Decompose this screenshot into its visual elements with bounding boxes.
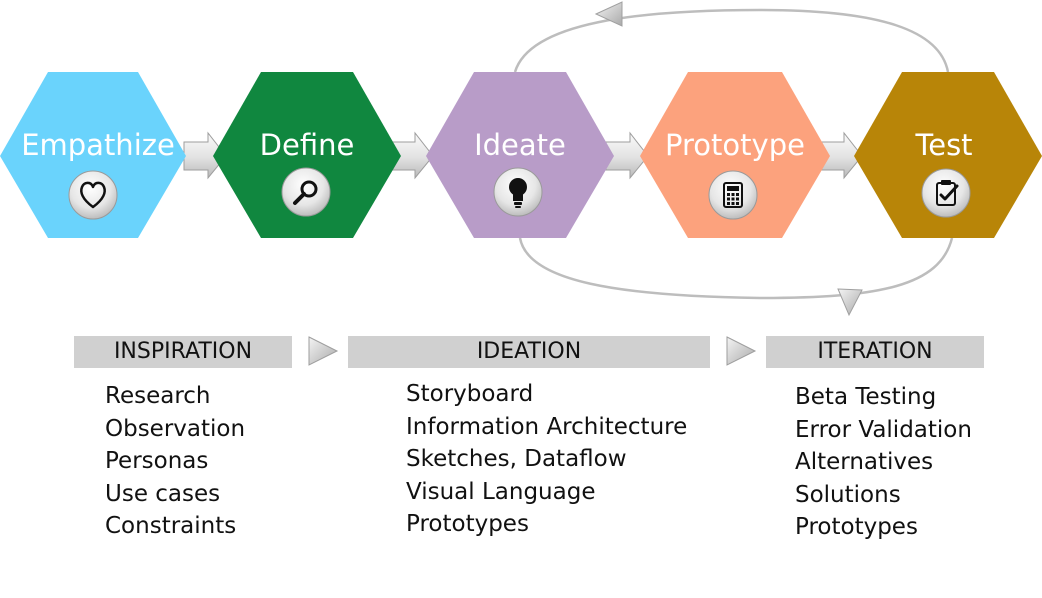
list-item: Solutions: [795, 481, 901, 508]
iteration-list: Beta Testing Error Validation Alternativ…: [795, 381, 972, 544]
stage-label: Define: [260, 128, 355, 162]
phase-arrow-2: [726, 336, 757, 366]
list-item: Sketches, Dataflow: [406, 446, 627, 472]
inspiration-list: Research Observation Personas Use cases …: [105, 380, 245, 543]
stage-hexagon: [426, 72, 614, 238]
list-item: Use cases: [105, 480, 221, 507]
lightbulb-icon: [509, 178, 527, 208]
stage-hexagon: [640, 72, 830, 238]
list-item: Constraints: [105, 513, 237, 539]
stage-label: Empathize: [21, 128, 175, 162]
magnifier-icon: [293, 180, 318, 205]
list-item: Error Validation: [795, 416, 972, 443]
list-item: Visual Language: [406, 478, 596, 505]
list-item: Personas: [105, 448, 209, 474]
calculator-icon: [723, 182, 743, 208]
list-item: Storyboard: [406, 381, 534, 407]
stage-label: Prototype: [665, 128, 805, 162]
stage-arrow-1: [183, 131, 227, 180]
stage-badge: [68, 170, 118, 220]
heart-icon: [80, 181, 106, 209]
iteration-loop-bottom-curve: [518, 237, 954, 300]
loop-arrowhead-bottom: [837, 288, 863, 317]
phase-bar-inspiration: INSPIRATION: [74, 336, 292, 368]
stage-prototype: Prototype: [640, 72, 830, 238]
stage-hexagon: [213, 72, 401, 238]
stage-arrow-2: [390, 131, 434, 180]
list-item: Prototypes: [406, 511, 529, 537]
stage-badge: [281, 167, 331, 217]
stage-ideate: Ideate: [426, 72, 614, 238]
stage-label: Test: [914, 128, 972, 162]
iteration-loop-top-curve: [513, 8, 950, 73]
phase-arrow-1: [308, 336, 339, 366]
stage-badge: [921, 168, 971, 218]
list-item: Alternatives: [795, 449, 934, 475]
list-item: Prototypes: [795, 514, 918, 540]
stage-empathize: Empathize: [0, 72, 186, 238]
phase-bar-iteration: ITERATION: [766, 336, 984, 368]
phase-label: IDEATION: [476, 339, 582, 364]
phase-label: INSPIRATION: [113, 339, 253, 364]
list-item: Observation: [105, 415, 246, 442]
stage-test: Test: [854, 72, 1042, 238]
stage-label: Ideate: [474, 128, 566, 162]
list-item: Research: [105, 383, 211, 409]
list-item: Information Architecture: [406, 413, 688, 440]
stage-arrow-4: [819, 131, 863, 180]
list-item: Beta Testing: [795, 384, 937, 410]
ideation-list: Storyboard Information Architecture Sket…: [406, 378, 687, 541]
stage-arrow-3: [605, 131, 649, 180]
stage-hexagon: [854, 72, 1042, 238]
phase-label: ITERATION: [817, 339, 933, 364]
stage-define: Define: [213, 72, 401, 238]
phase-bar-ideation: IDEATION: [348, 336, 710, 368]
loop-arrowhead-top: [594, 1, 623, 27]
stage-hexagon: [0, 72, 186, 238]
clipboard-check-icon: [936, 180, 959, 206]
